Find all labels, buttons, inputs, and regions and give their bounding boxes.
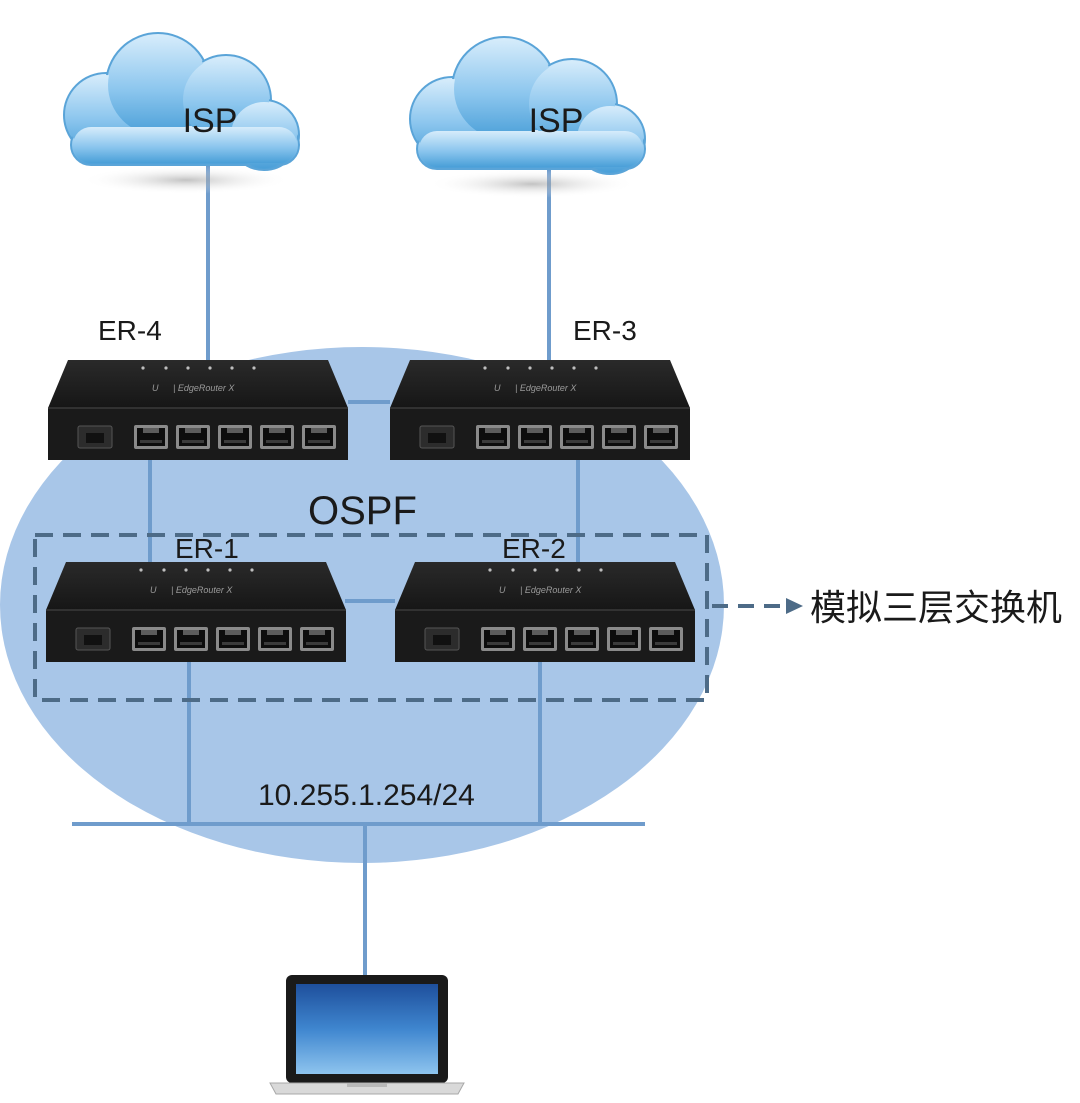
laptop-icon (269, 975, 465, 1095)
isp-right-label: ISP (529, 102, 584, 140)
router-icon (46, 562, 346, 662)
router-label-er3: ER-3 (573, 315, 637, 346)
router-label-er1: ER-1 (175, 533, 239, 564)
switch-group-box (33, 533, 709, 702)
arrow-icon (712, 598, 803, 614)
lan-subnet-label: 10.255.1.254/24 (258, 779, 475, 812)
router-label-er4: ER-4 (98, 315, 162, 346)
isp-left-label: ISP (183, 102, 238, 140)
network-links (72, 158, 645, 975)
router-icon (390, 360, 690, 460)
router-icon (395, 562, 695, 662)
cloud-icon (63, 32, 300, 195)
router-label-er2: ER-2 (502, 533, 566, 564)
router-icon (48, 360, 348, 460)
ospf-label: OSPF (308, 489, 417, 533)
ospf-area (0, 347, 724, 863)
switch-group-label: 模拟三层交换机 (810, 588, 1062, 629)
cloud-icon (409, 36, 646, 199)
